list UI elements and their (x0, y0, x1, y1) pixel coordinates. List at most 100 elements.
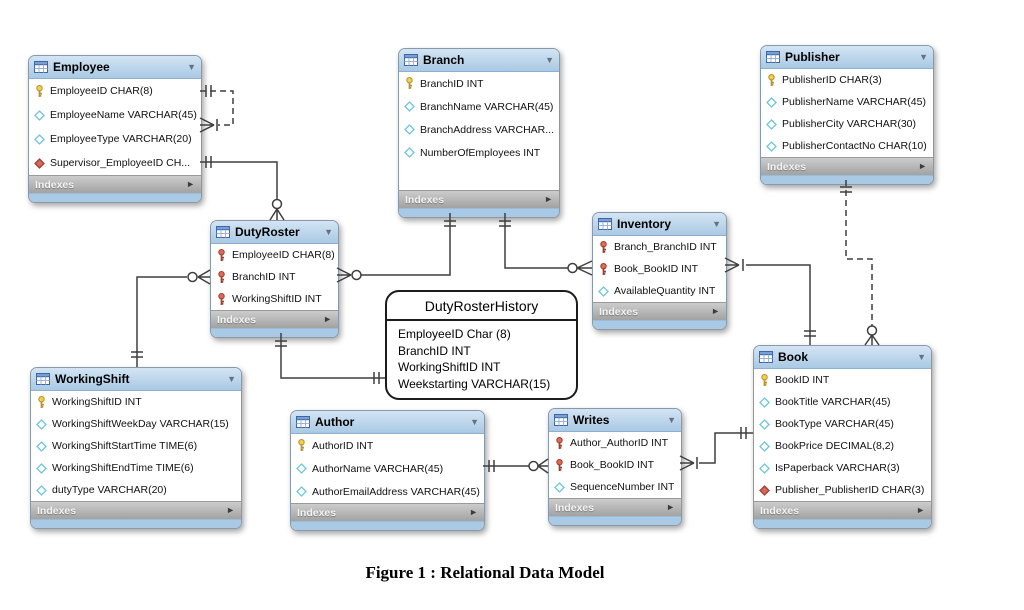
indexes-label: Indexes (767, 160, 807, 173)
arrow-right-icon[interactable]: ► (226, 505, 235, 515)
field-row[interactable]: Author_AuthorID INT (549, 432, 681, 454)
field-row[interactable]: PublisherContactNo CHAR(10) (761, 135, 933, 157)
field-row[interactable]: EmployeeID CHAR(8) (211, 244, 338, 266)
table-dutyroster[interactable]: DutyRoster▼EmployeeID CHAR(8)BranchID IN… (210, 220, 339, 338)
chevron-down-icon[interactable]: ▼ (712, 218, 721, 229)
field-row[interactable]: PublisherCity VARCHAR(30) (761, 113, 933, 135)
field-row[interactable]: WorkingShiftID INT (31, 391, 241, 413)
table-publisher[interactable]: Publisher ▼ PublisherID CHAR(3)PublisherNa… (760, 45, 934, 185)
field-row[interactable]: Supervisor_EmployeeID CH... (29, 151, 201, 175)
field-row[interactable]: Publisher_PublisherID CHAR(3) (754, 479, 931, 501)
table-writes[interactable]: Writes▼Author_AuthorID INT Book_BookID IN… (548, 408, 682, 526)
arrow-right-icon[interactable]: ► (916, 505, 925, 515)
table-header[interactable]: WorkingShift▼ (31, 368, 241, 391)
field-row[interactable]: Book_BookID INT (593, 258, 726, 280)
table-header[interactable]: Branch ▼ (399, 49, 559, 72)
column-diamond-icon (403, 124, 415, 135)
table-header[interactable]: Author▼ (291, 411, 484, 434)
chevron-down-icon[interactable]: ▼ (545, 54, 554, 65)
column-diamond-icon (553, 481, 565, 493)
chevron-down-icon[interactable]: ▼ (667, 414, 676, 425)
field-row[interactable]: WorkingShiftStartTime TIME(6) (31, 435, 241, 457)
field-text: BranchID INT (420, 77, 484, 90)
indexes-bar[interactable]: Indexes► (31, 501, 241, 519)
table-bottom-cap (291, 521, 484, 530)
arrow-right-icon[interactable]: ► (666, 502, 675, 512)
table-header[interactable]: Inventory▼ (593, 213, 726, 236)
table-header[interactable]: DutyRoster▼ (211, 221, 338, 244)
indexes-bar[interactable]: Indexes ► (761, 157, 933, 175)
table-employee[interactable]: Employee▼EmployeeID CHAR(8)EmployeeName … (28, 55, 202, 203)
field-row[interactable]: BookID INT (754, 369, 931, 391)
field-row[interactable]: BranchName VARCHAR(45) (399, 95, 559, 118)
field-row[interactable]: AuthorEmailAddress VARCHAR(45) (291, 480, 484, 503)
table-branch[interactable]: Branch ▼ BranchID INT BranchName VARCHAR(45… (398, 48, 560, 218)
chevron-down-icon[interactable]: ▼ (227, 373, 236, 384)
table-title: Branch (423, 53, 465, 67)
field-row[interactable]: WorkingShiftEndTime TIME(6) (31, 457, 241, 479)
field-row[interactable]: EmployeeType VARCHAR(20) (29, 127, 201, 151)
table-title: Publisher (785, 50, 840, 64)
field-row[interactable]: SequenceNumber INT (549, 476, 681, 498)
field-row[interactable]: BranchID INT (211, 266, 338, 288)
field-text: dutyType VARCHAR(20) (52, 484, 167, 496)
arrow-right-icon[interactable]: ► (918, 161, 927, 171)
field-row[interactable]: WorkingShiftWeekDay VARCHAR(15) (31, 413, 241, 435)
field-row[interactable]: BranchID INT (399, 72, 559, 95)
field-row[interactable]: BookType VARCHAR(45) (754, 413, 931, 435)
column-diamond-icon (35, 462, 47, 474)
table-header[interactable]: Employee▼ (29, 56, 201, 79)
field-row[interactable]: PublisherName VARCHAR(45) (761, 91, 933, 113)
table-bottom-cap (29, 193, 201, 202)
indexes-bar[interactable]: Indexes ► (754, 501, 931, 519)
chevron-down-icon[interactable]: ▼ (187, 61, 196, 72)
chevron-down-icon[interactable]: ▼ (919, 51, 928, 62)
arrow-right-icon[interactable]: ► (711, 306, 720, 316)
arrow-right-icon[interactable]: ► (544, 194, 553, 204)
table-bottom-cap (31, 519, 241, 528)
table-header[interactable]: Publisher ▼ (761, 46, 933, 69)
table-header[interactable]: Book▼ (754, 346, 931, 369)
chevron-down-icon[interactable]: ▼ (324, 226, 333, 237)
field-row[interactable]: PublisherID CHAR(3) (761, 69, 933, 91)
field-text: Book_BookID INT (570, 459, 655, 471)
field-row[interactable]: AuthorName VARCHAR(45) (291, 457, 484, 480)
field-row[interactable]: BookPrice DECIMAL(8,2) (754, 435, 931, 457)
field-row[interactable]: IsPaperback VARCHAR(3) (754, 457, 931, 479)
arrow-right-icon[interactable]: ► (469, 507, 478, 517)
field-row[interactable]: NumberOfEmployees INT (399, 141, 559, 164)
indexes-bar[interactable]: Indexes► (593, 302, 726, 320)
field-row[interactable]: WorkingShiftID INT (211, 288, 338, 310)
indexes-label: Indexes (760, 504, 800, 517)
table-body: PublisherID CHAR(3)PublisherName VARCHAR… (761, 69, 933, 157)
table-header[interactable]: Writes▼ (549, 409, 681, 432)
field-row[interactable]: EmployeeID CHAR(8) (29, 79, 201, 103)
indexes-bar[interactable]: Indexes► (291, 503, 484, 521)
field-row[interactable]: Book_BookID INT (549, 454, 681, 476)
field-row[interactable]: Branch_BranchID INT (593, 236, 726, 258)
table-icon (759, 351, 773, 363)
field-row[interactable]: BranchAddress VARCHAR... (399, 118, 559, 141)
indexes-label: Indexes (35, 178, 75, 191)
field-row[interactable]: EmployeeName VARCHAR(45) (29, 103, 201, 127)
table-icon (36, 373, 50, 385)
table-bottom-cap (211, 328, 338, 337)
connector-workingshift-dutyroster (131, 269, 211, 367)
field-row[interactable]: AuthorID INT (291, 434, 484, 457)
chevron-down-icon[interactable]: ▼ (470, 416, 479, 427)
field-row[interactable]: AvailableQuantity INT (593, 280, 726, 302)
indexes-label: Indexes (555, 501, 595, 514)
indexes-bar[interactable]: Indexes ► (29, 175, 201, 193)
indexes-bar[interactable]: Indexes► (211, 310, 338, 328)
chevron-down-icon[interactable]: ▼ (917, 351, 926, 362)
arrow-right-icon[interactable]: ► (186, 179, 195, 189)
indexes-bar[interactable]: Indexes ► (549, 498, 681, 516)
field-row[interactable]: BookTitle VARCHAR(45) (754, 391, 931, 413)
indexes-bar[interactable]: Indexes► (399, 190, 559, 208)
arrow-right-icon[interactable]: ► (323, 314, 332, 324)
field-row[interactable]: dutyType VARCHAR(20) (31, 479, 241, 501)
